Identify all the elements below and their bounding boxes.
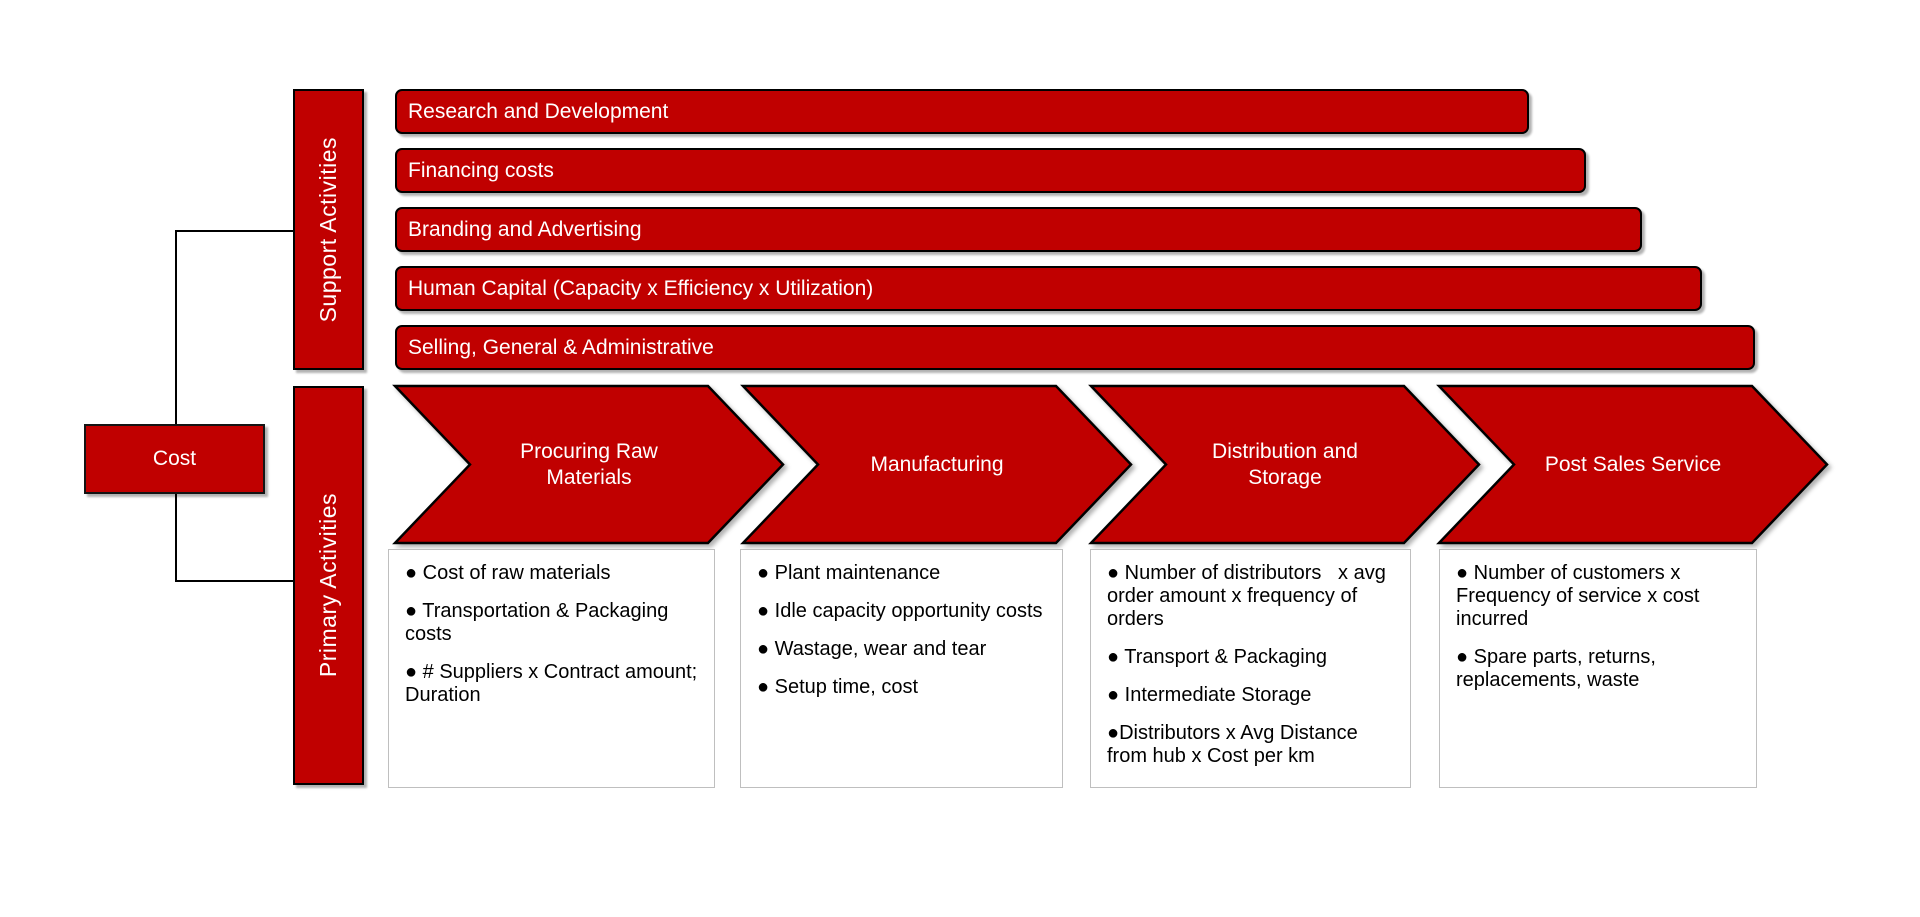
support-activity-bar-label: Research and Development [408, 99, 669, 123]
stage-detail-box: ● Plant maintenance ● Idle capacity oppor… [740, 549, 1063, 788]
stage-detail-item: ● Number of distributors x avg order amo… [1107, 562, 1392, 630]
support-activity-bar: Branding and Advertising [395, 207, 1642, 252]
support-activity-bar-label: Selling, General & Administrative [408, 335, 714, 359]
stage-detail-item: ● Number of customers x Frequency of ser… [1456, 562, 1705, 630]
stage-detail-item: ●Distributors x Avg Distance from hub x … [1107, 722, 1364, 767]
support-activity-bar: Human Capital (Capacity x Efficiency x U… [395, 266, 1702, 311]
primary-activities-label: Primary Activities [315, 493, 341, 678]
primary-activities-label-bar: Primary Activities [293, 386, 364, 785]
primary-stage-arrow [1088, 384, 1481, 545]
primary-stage-arrow [392, 384, 785, 545]
stage-detail-item: ● Idle capacity opportunity costs [757, 600, 1043, 622]
support-activity-bar-label: Branding and Advertising [408, 217, 642, 241]
support-activity-bar-label: Financing costs [408, 158, 554, 182]
stage-detail-item: ● Transport & Packaging [1107, 646, 1327, 668]
primary-stage-arrows [392, 384, 1829, 545]
support-activities-label: Support Activities [315, 136, 341, 323]
stage-detail-item: ● Cost of raw materials [405, 562, 611, 584]
bracket-line-bottom [175, 580, 293, 582]
stage-detail-item: ● Setup time, cost [757, 676, 919, 698]
stage-detail-item: ● Plant maintenance [757, 562, 941, 584]
stage-detail-box: ● Number of customers x Frequency of ser… [1439, 549, 1757, 788]
primary-stage-arrow [1436, 384, 1829, 545]
stage-detail-item: ● Intermediate Storage [1107, 684, 1312, 706]
support-activities-label-bar: Support Activities [293, 89, 364, 370]
stage-detail-item: ● Wastage, wear and tear [757, 638, 987, 660]
support-activity-bar: Selling, General & Administrative [395, 325, 1755, 370]
cost-box: Cost [84, 424, 265, 494]
stage-detail-item: ● Transportation & Packaging costs [405, 600, 674, 645]
stage-detail-box: ● Number of distributors x avg order amo… [1090, 549, 1411, 788]
stage-detail-item: ● Spare parts, returns, replacements, wa… [1456, 646, 1662, 691]
support-activity-bar-label: Human Capital (Capacity x Efficiency x U… [408, 276, 874, 300]
support-activity-bar: Research and Development [395, 89, 1529, 134]
stage-detail-box: ● Cost of raw materials ● Transportation … [388, 549, 715, 788]
stage-detail-item: ● # Suppliers x Contract amount; Duratio… [405, 661, 703, 706]
primary-stage-arrow [740, 384, 1133, 545]
bracket-line-vertical [175, 230, 177, 582]
support-activity-bar: Financing costs [395, 148, 1586, 193]
cost-label: Cost [152, 447, 197, 470]
bracket-line-top [175, 230, 293, 232]
